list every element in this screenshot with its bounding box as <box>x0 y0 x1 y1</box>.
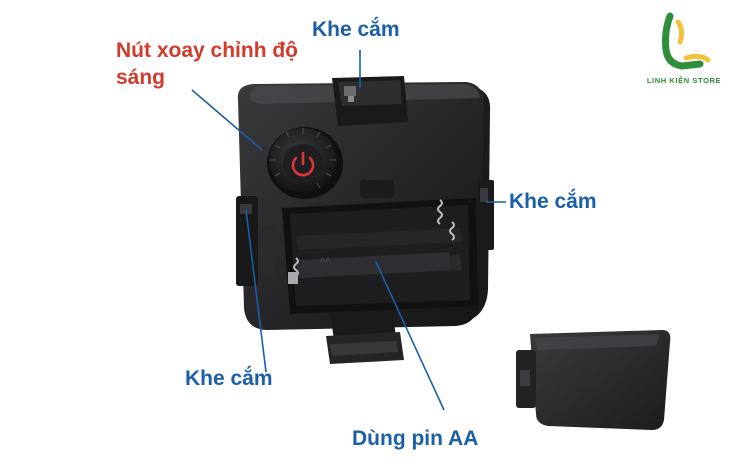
leader-battery <box>375 261 445 411</box>
battery-compartment: AA <box>282 198 478 314</box>
label-slot-right: Khe cắm <box>509 190 597 213</box>
label-battery: Dùng pin AA <box>352 427 479 450</box>
power-icon <box>291 151 315 177</box>
logo-mark-icon <box>662 12 711 70</box>
leader-brightness <box>191 89 263 151</box>
led-light-device: AA <box>236 76 494 364</box>
latch <box>360 180 394 198</box>
label-slot-left: Khe cắm <box>185 367 273 390</box>
label-brightness-knob: Nút xoay chỉnh độ sáng <box>116 39 299 89</box>
svg-text:AA: AA <box>320 255 332 265</box>
brightness-knob <box>267 127 343 199</box>
right-slot <box>478 180 494 250</box>
callout-leader-lines <box>191 50 506 411</box>
leader-slot-left <box>245 209 267 373</box>
store-logo: LINH KIỆN STORE <box>626 12 742 92</box>
top-slot <box>332 76 408 126</box>
bottom-shoe-mount <box>326 310 404 364</box>
label-slot-top: Khe cắm <box>312 18 400 41</box>
battery-cover <box>516 330 671 430</box>
logo-text: LINH KIỆN STORE <box>646 76 722 85</box>
